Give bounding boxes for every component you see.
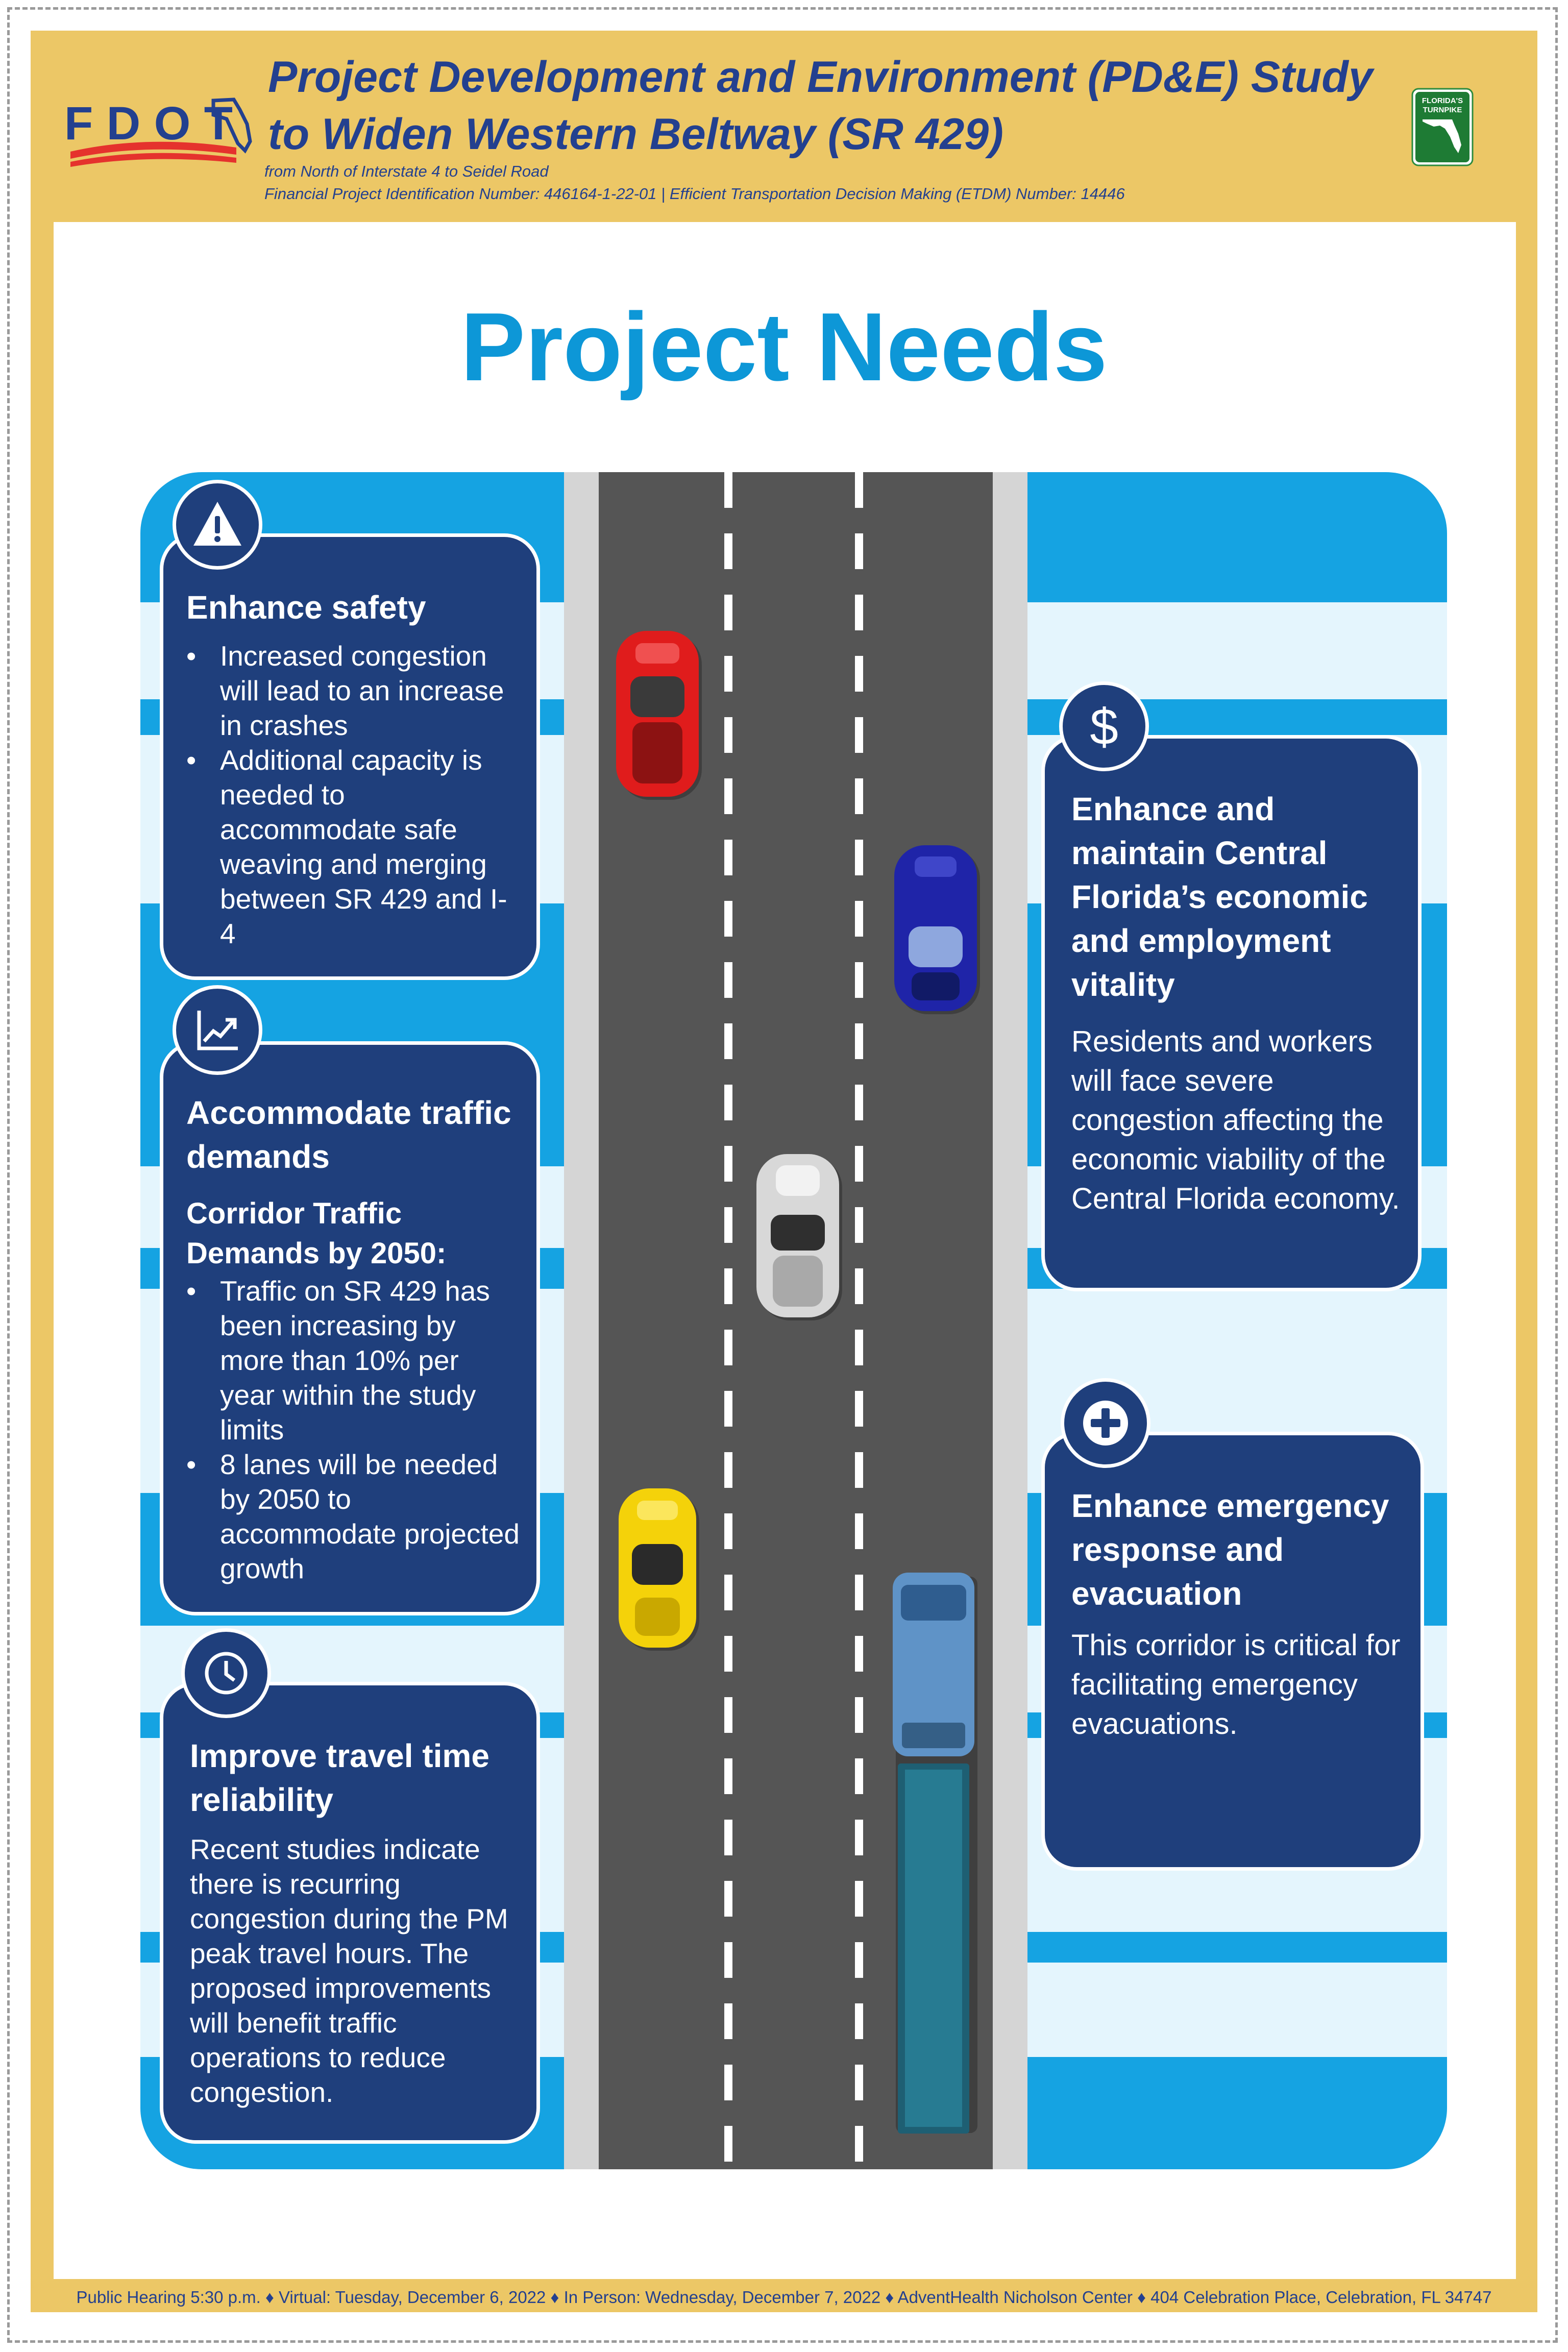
warning-icon	[173, 480, 262, 570]
need-card-traffic: Accommodate traffic demands Corridor Tra…	[160, 1041, 540, 1615]
need-card-economic: Enhance and maintain Central Florida’s e…	[1041, 735, 1422, 1291]
lane-marking	[855, 472, 863, 2169]
plus-icon	[1061, 1378, 1150, 1468]
card-title: Enhance and maintain Central Florida’s e…	[1071, 791, 1368, 1003]
trend-chart-icon	[173, 985, 262, 1075]
bullet-list: Traffic on SR 429 has been increasing by…	[186, 1273, 521, 1586]
bullet-list: Increased congestion will lead to an inc…	[186, 639, 521, 951]
title-line-2: to Widen Western Beltway (SR 429)	[268, 110, 1003, 159]
card-title: Accommodate traffic demands	[186, 1094, 511, 1175]
page-border	[7, 7, 1558, 2343]
turnpike-text-1: FLORIDA'S	[1422, 96, 1463, 105]
road-shoulder-right	[993, 472, 1027, 2169]
card-body: Residents and workers will face severe c…	[1071, 1025, 1400, 1215]
svg-text:$: $	[1090, 698, 1118, 754]
card-title: Enhance emergency response and evacuatio…	[1071, 1487, 1389, 1612]
bullet-item: Increased congestion will lead to an inc…	[186, 639, 521, 743]
dollar-icon: $	[1059, 681, 1149, 771]
bullet-item: Additional capacity is needed to accommo…	[186, 743, 521, 951]
card-title: Enhance safety	[186, 589, 426, 626]
lane-marking	[724, 472, 732, 2169]
bullet-item: 8 lanes will be needed by 2050 to accomm…	[186, 1447, 521, 1586]
project-identifiers: Financial Project Identification Number:…	[264, 185, 1125, 203]
project-limits: from North of Interstate 4 to Seidel Roa…	[264, 162, 549, 180]
semi-truck	[886, 1570, 983, 2139]
hearing-details: Public Hearing 5:30 p.m. ♦ Virtual: Tues…	[76, 2288, 1492, 2307]
need-card-safety: Enhance safety Increased congestion will…	[160, 533, 540, 980]
yellow-car	[612, 1485, 704, 1656]
card-title: Improve travel time reliability	[190, 1737, 489, 1818]
fdot-logo: FDOT	[60, 94, 264, 171]
blue-car	[888, 842, 985, 1021]
road-shoulder-left	[564, 472, 599, 2169]
red-car	[610, 628, 707, 806]
title-line-1: Project Development and Environment (PD&…	[268, 53, 1373, 102]
card-body: Recent studies indicate there is recurri…	[190, 1833, 508, 2108]
card-body: This corridor is critical for facilitati…	[1071, 1629, 1401, 1741]
fdot-logo-text: FDOT	[64, 97, 233, 150]
card-subtitle: Corridor Traffic Demands by 2050:	[186, 1197, 447, 1270]
page-title: Project Needs	[460, 293, 1108, 401]
need-card-emergency: Enhance emergency response and evacuatio…	[1041, 1432, 1424, 1871]
study-title: Project Development and Environment (PD&…	[268, 48, 1391, 163]
clock-icon	[181, 1628, 271, 1718]
silver-car	[750, 1151, 847, 1327]
turnpike-text-2: TURNPIKE	[1423, 106, 1462, 114]
bullet-item: Traffic on SR 429 has been increasing by…	[186, 1273, 521, 1447]
turnpike-logo: FLORIDA'S TURNPIKE	[1411, 88, 1474, 166]
need-card-reliability: Improve travel time reliability Recent s…	[160, 1682, 540, 2144]
